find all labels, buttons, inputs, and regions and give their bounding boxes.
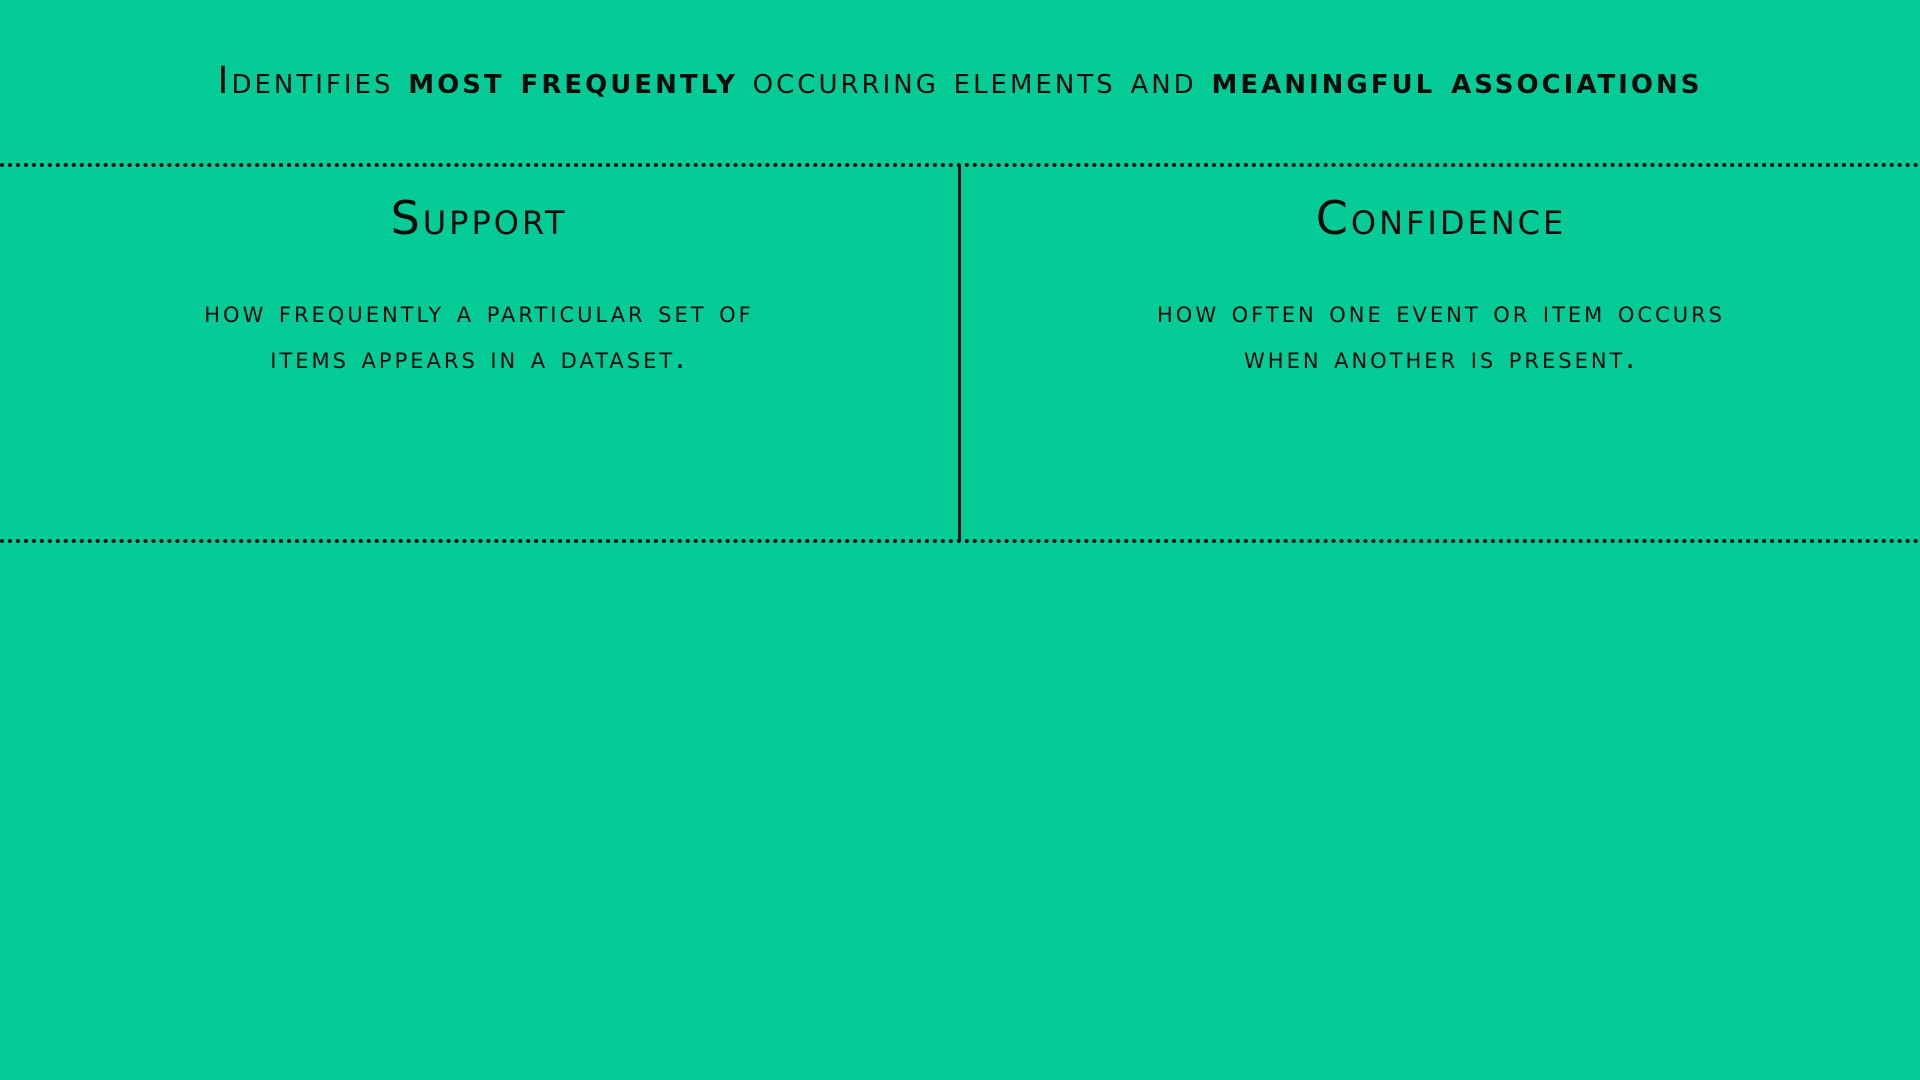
dotted-rule-bottom <box>0 539 1920 543</box>
confidence-title: Confidence <box>1315 191 1567 245</box>
support-title: Support <box>390 191 568 245</box>
confidence-description-line: when another is present. <box>1244 341 1638 376</box>
headline-emphasis-2: meaningful associations <box>1211 59 1703 102</box>
confidence-description: how often one event or item occurs when … <box>1031 290 1851 382</box>
slide-headline: Identifies most frequently occurring ele… <box>0 56 1920 106</box>
support-description-line: items appears in a dataset. <box>270 341 688 376</box>
confidence-column: Confidence how often one event or item o… <box>962 190 1920 382</box>
support-column: Support how frequently a particular set … <box>0 190 958 382</box>
headline-text-1: Identifies <box>217 59 409 102</box>
headline-emphasis-1: most frequently <box>408 59 738 102</box>
confidence-description-line: how often one event or item occurs <box>1157 295 1725 330</box>
support-description-line: how frequently a particular set of <box>204 295 754 330</box>
column-divider <box>958 165 961 541</box>
headline-text-2: occurring elements and <box>737 59 1212 102</box>
support-description: how frequently a particular set of items… <box>69 290 889 382</box>
